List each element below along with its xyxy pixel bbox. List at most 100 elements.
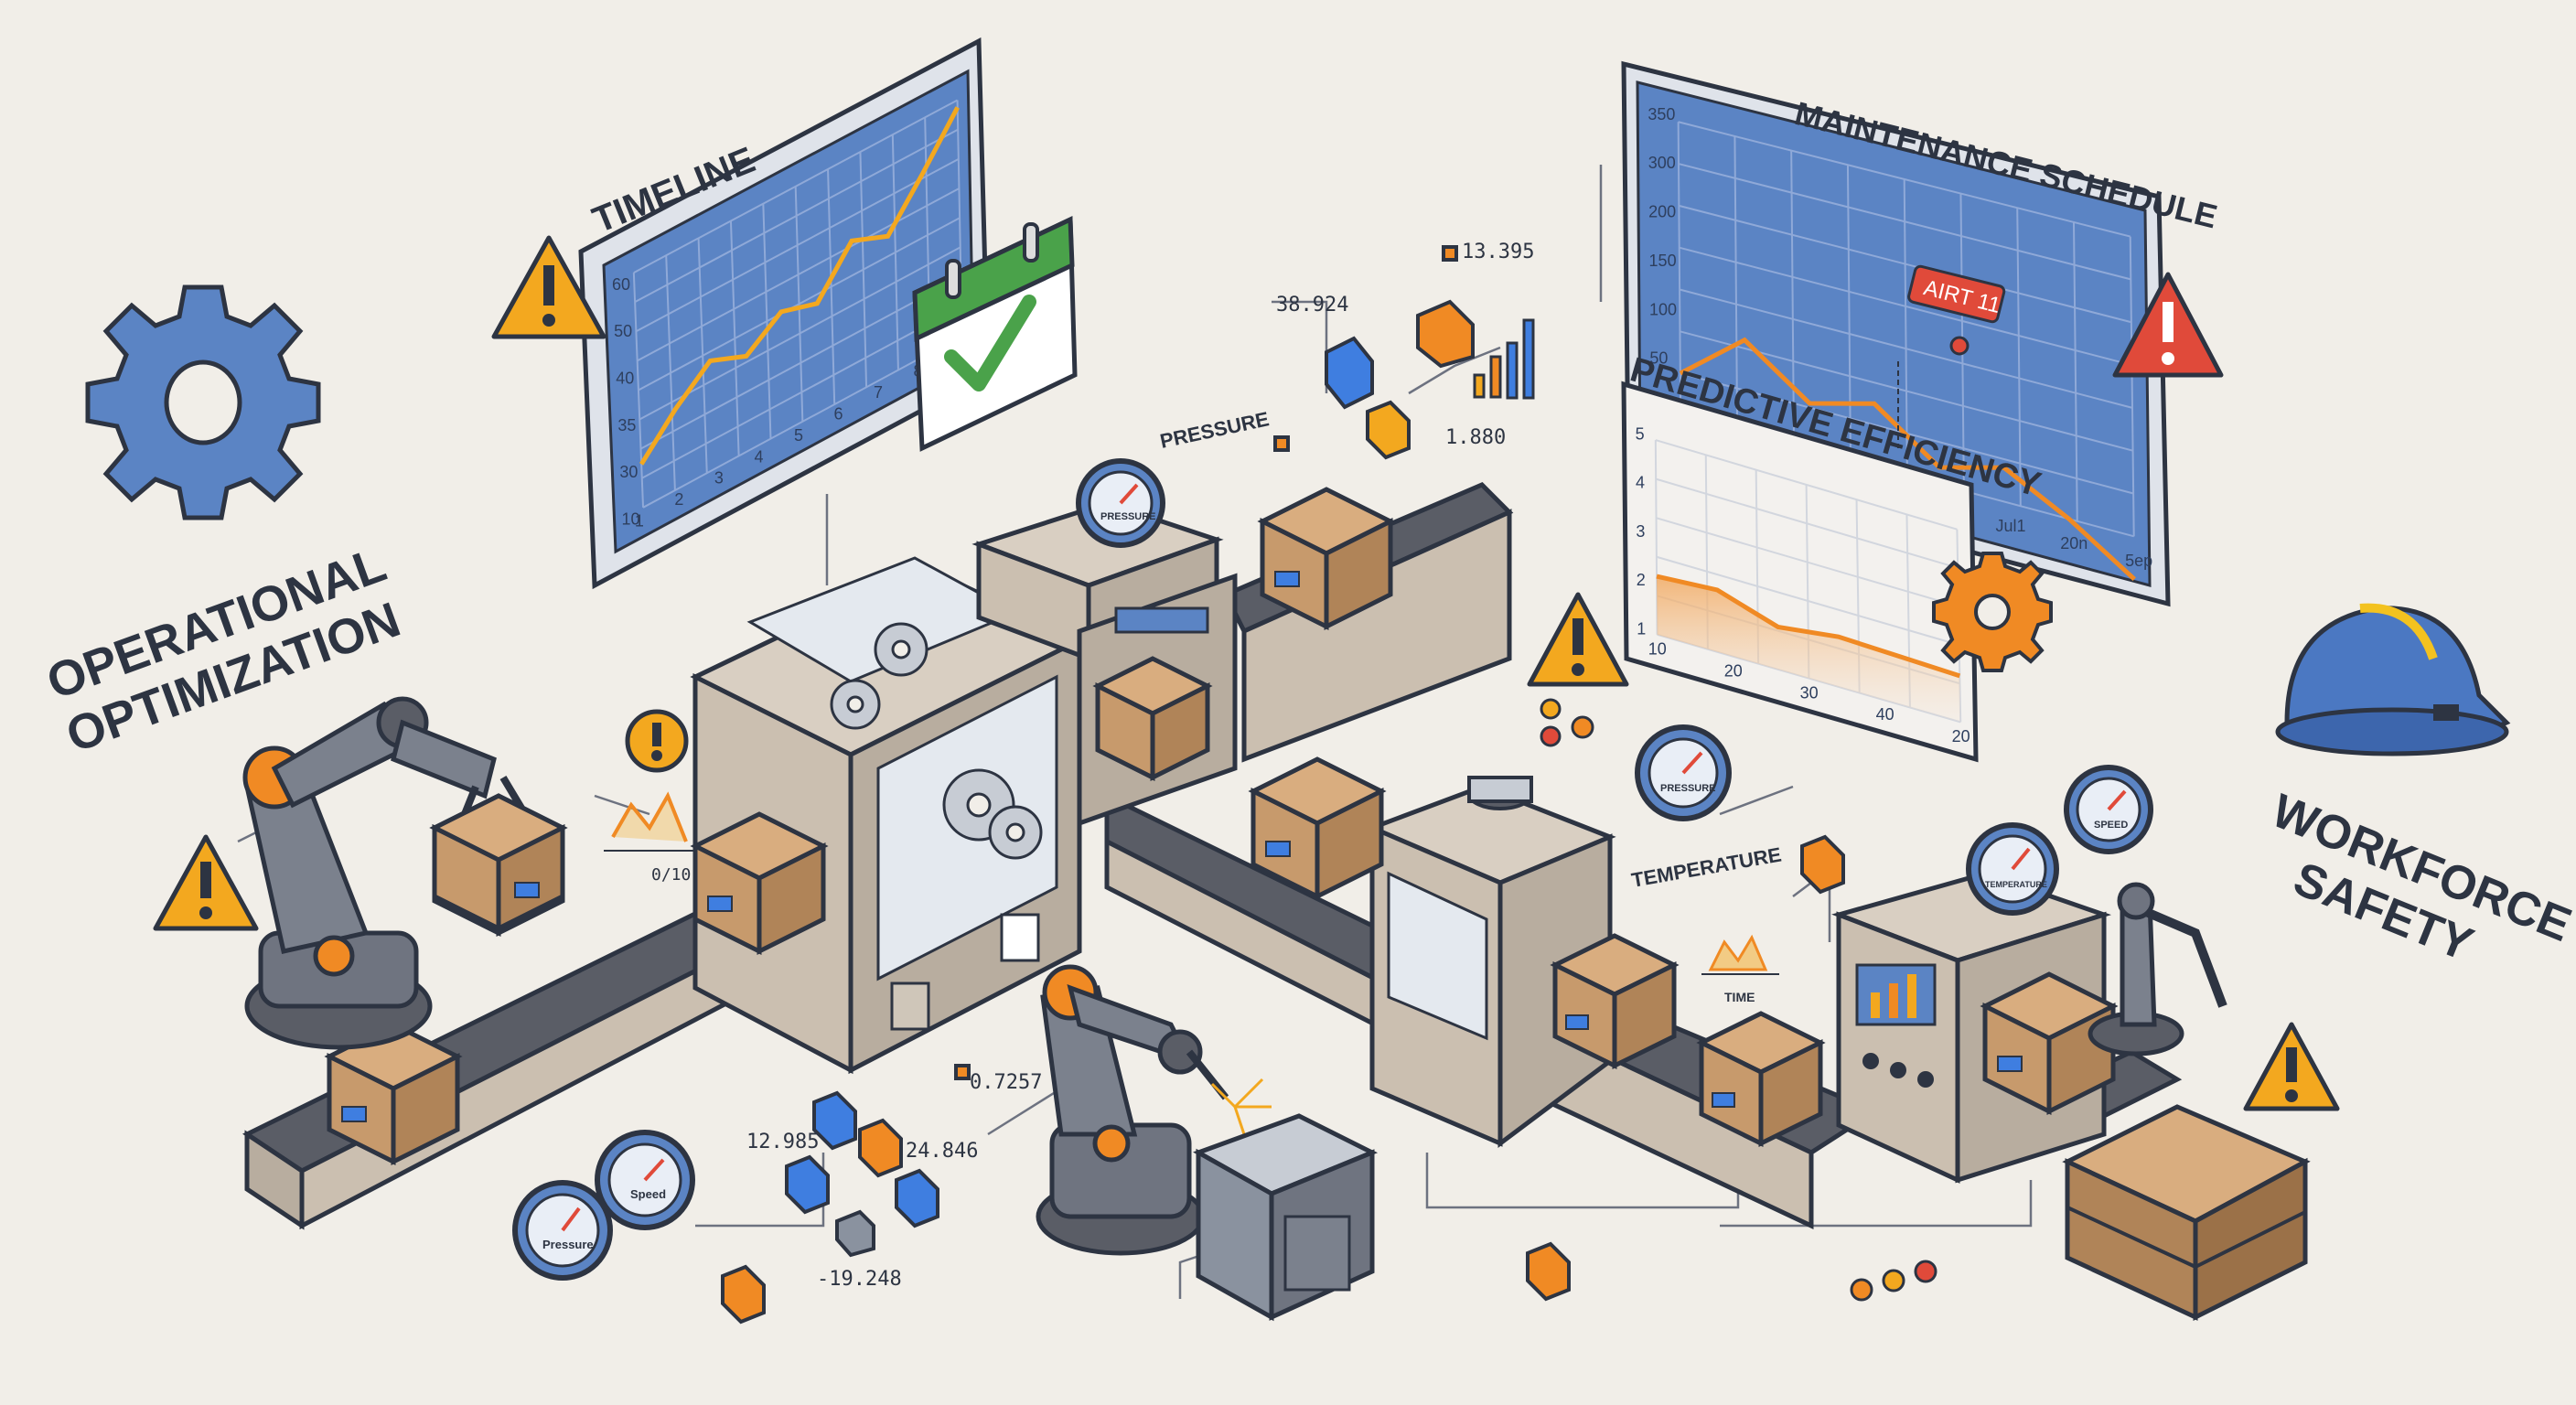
svg-text:Pressure: Pressure — [542, 1238, 594, 1251]
x-tick-label: 20 — [1724, 661, 1743, 680]
y-tick-label: 60 — [612, 275, 630, 294]
mini-bar-chart-icon — [1473, 318, 1535, 400]
x-tick-label: 30 — [1800, 683, 1819, 702]
x-tick-label: Jul1 — [1995, 517, 2025, 535]
y-tick-label: 10 — [622, 509, 640, 528]
x-tick-label: 6 — [833, 404, 843, 423]
pressure-label-top: PRESSURE — [1158, 407, 1272, 453]
temperature-label: TEMPERATURE — [1630, 843, 1784, 892]
pressure-gauge-left: Pressure — [512, 1180, 613, 1281]
timeline-series-line — [639, 106, 960, 466]
warning-icon-maintenance — [2112, 272, 2224, 378]
y-tick-label: 100 — [1649, 300, 1677, 318]
gear-icon — [85, 284, 321, 520]
grid-line — [642, 335, 963, 509]
robot-arm-right — [2088, 882, 2227, 1056]
x-tick-label: 2 — [674, 490, 683, 509]
gauges: PRESSURE Pressure Speed PRESSURE TEMPERA… — [512, 458, 2153, 1281]
grid-line — [1679, 288, 2133, 409]
pressure-gauge-top: PRESSURE — [1076, 458, 1165, 548]
warning-icon-left — [153, 834, 259, 931]
cardboard-box-held — [429, 793, 568, 933]
y-tick-label: 2 — [1637, 571, 1646, 589]
speed-gauge-right: SPEED — [2064, 765, 2153, 854]
grid-line — [641, 305, 962, 479]
svg-text:PRESSURE: PRESSURE — [1660, 783, 1716, 794]
grid-line — [1655, 439, 1958, 531]
svg-text:TEMPERATURE: TEMPERATURE — [1985, 880, 2047, 889]
y-tick-label: 30 — [619, 463, 638, 481]
grid-line — [1677, 122, 1682, 415]
y-tick-label: 50 — [1649, 349, 1668, 368]
readout-19248: -19.248 — [817, 1268, 902, 1291]
grid-line — [1790, 150, 1796, 446]
efficiency-area — [1657, 576, 1961, 723]
cardboard-boxes — [324, 487, 2119, 1166]
y-tick-label: 4 — [1636, 474, 1645, 492]
y-tick-label: 150 — [1649, 252, 1677, 270]
grid-line — [639, 246, 961, 421]
robot-arm-left — [242, 696, 534, 1050]
grid-line — [640, 275, 961, 450]
readout-12985: 12.985 — [746, 1131, 819, 1153]
y-tick-label: 1 — [1637, 619, 1646, 638]
grid-line — [635, 157, 960, 333]
grid-line — [634, 128, 959, 304]
status-dots-bottom — [1850, 1260, 1937, 1302]
sensor-chart-left: 0/10 — [604, 791, 695, 885]
x-tick-label: 4 — [754, 447, 763, 466]
grid-line — [1678, 121, 2131, 238]
y-tick-label: 35 — [617, 416, 636, 434]
x-tick-label: 10 — [1648, 640, 1667, 659]
readout-1880: 1.880 — [1445, 426, 1506, 449]
grid-line — [2016, 208, 2022, 507]
x-tick-label: 7 — [874, 383, 883, 402]
grid-line — [2129, 236, 2135, 537]
x-tick-label: 20 — [1952, 727, 1970, 745]
warning-icon-small-left — [625, 709, 689, 773]
hard-hat-icon — [2275, 603, 2511, 756]
data-cubes-bottom — [721, 834, 1845, 1325]
workforce-safety-label: WORKFORCE SAFETY — [2265, 784, 2576, 971]
svg-text:PRESSURE: PRESSURE — [1100, 511, 1156, 522]
grid-line — [1655, 477, 1959, 569]
efficiency-x-ticks: 10 20 30 40 20 — [1648, 640, 1970, 745]
readout-07257: 0.7257 — [970, 1071, 1042, 1094]
grid-line — [2072, 221, 2078, 521]
grid-line — [637, 188, 960, 362]
x-tick-label: 5ep — [2125, 552, 2152, 570]
grid-line — [632, 273, 645, 508]
y-tick-label: 5 — [1636, 424, 1645, 443]
readout-38924: 38.924 — [1276, 294, 1348, 316]
readout-0-10: 0/10 — [651, 865, 691, 885]
x-tick-label: 5 — [794, 426, 803, 445]
welding-sparks — [1210, 1078, 1272, 1135]
calendar-check-icon — [912, 216, 1078, 452]
gears-in-machine — [830, 622, 1043, 860]
grid-line — [1656, 555, 1959, 647]
grid-line — [1846, 165, 1852, 461]
grid-line — [1656, 517, 1959, 607]
y-tick-label: 350 — [1648, 105, 1675, 123]
maintenance-series-line — [1679, 337, 2136, 581]
welding-station — [1193, 1113, 1379, 1322]
warning-icon-timeline — [491, 235, 606, 339]
grid-line — [1678, 163, 2131, 281]
temperature-gauge: TEMPERATURE — [1966, 822, 2059, 916]
grid-line — [1679, 246, 2132, 367]
warning-icon-center — [1527, 592, 1629, 687]
x-tick-label: 1 — [635, 512, 644, 531]
time-label: TIME — [1724, 990, 1755, 1004]
wooden-crate — [2062, 1104, 2311, 1322]
grid-line — [1679, 204, 2132, 324]
status-dots-top — [1540, 698, 1594, 747]
svg-text:Speed: Speed — [630, 1187, 666, 1201]
warning-icon-right — [2243, 1022, 2340, 1111]
speed-gauge-left: Speed — [595, 1130, 695, 1230]
x-tick-label: 40 — [1876, 705, 1894, 724]
readout-13395: 13.395 — [1462, 241, 1534, 263]
grid-line — [638, 217, 961, 391]
x-tick-label: 20n — [2060, 534, 2088, 552]
grid-line — [1733, 135, 1739, 431]
